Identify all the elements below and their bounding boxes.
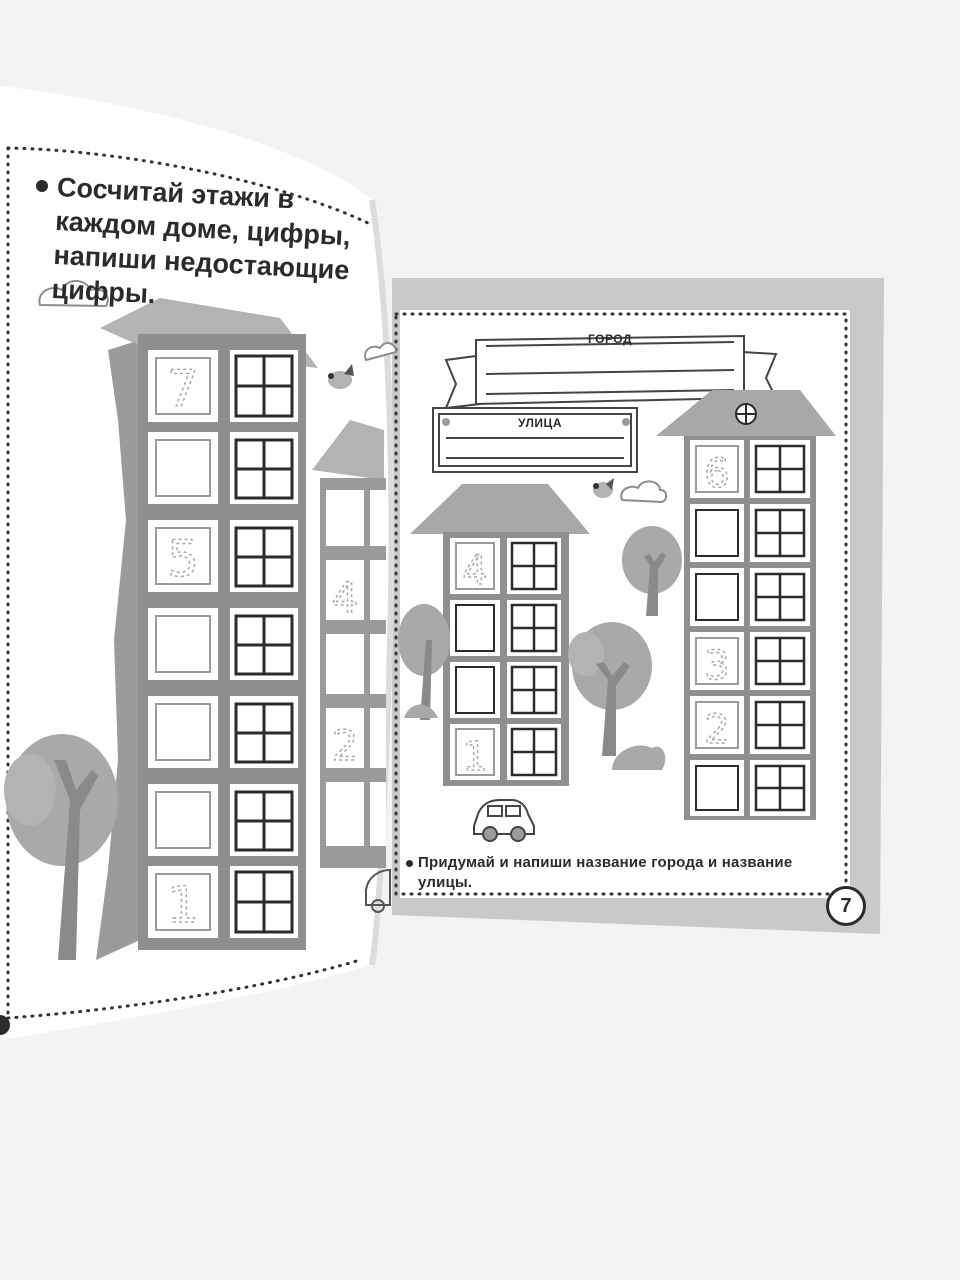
left-page-dotted-border-bottom [6, 958, 362, 1020]
tall-building-side [96, 340, 140, 960]
tree-icon [4, 734, 118, 960]
right-house-body [684, 436, 816, 820]
street-sign-screw-left [442, 418, 450, 426]
page-number-badge: 7 [826, 886, 866, 926]
right-house-roof-window [735, 403, 757, 425]
left-house-digit-4: 4 [462, 548, 487, 594]
right-house-window-frames [754, 444, 806, 812]
tall-building-window-frames [234, 354, 294, 934]
cloud-icon [364, 342, 398, 362]
bird-icon [328, 364, 354, 389]
tree-icon [622, 526, 682, 616]
right-house-digit-2: 2 [704, 707, 729, 753]
left-page-number-badge [0, 1015, 10, 1035]
right-house-digit-cells-traced [695, 445, 739, 749]
left-page-shadow-edge [369, 199, 395, 966]
right-house-digit-cells [695, 509, 739, 811]
cloud-icon [620, 480, 668, 504]
bird-icon [593, 478, 614, 498]
tall-building-digit-cells [155, 357, 211, 931]
street-label: УЛИЦА [518, 416, 562, 430]
street-sign-board [432, 407, 638, 473]
right-page-dotted-border [394, 312, 848, 896]
left-page-instruction: Сосчитай этажи в каждом доме, цифры, нап… [50, 171, 352, 310]
left-house-digit-cells [455, 604, 495, 714]
right-house-digit-3: 3 [704, 643, 729, 689]
small-building-windows [326, 490, 386, 846]
left-house-roof [410, 484, 590, 534]
small-building-roof [312, 420, 384, 480]
car-icon [365, 868, 391, 913]
tall-building-digit-5: 5 [167, 530, 199, 588]
small-building-digit-2: 2 [332, 721, 359, 770]
left-page-dotted-border-top [6, 146, 374, 227]
street-sign-screw-right [622, 418, 630, 426]
tree-icon [568, 622, 652, 756]
instruction-bullet [36, 180, 48, 192]
cloud-icon [38, 280, 109, 308]
tall-building-digit-7: 7 [167, 360, 199, 418]
small-building-digit-4: 4 [332, 573, 359, 622]
left-house-digit-1: 1 [462, 734, 487, 780]
instruction-bullet [406, 860, 413, 867]
left-house-digit-cells-traced [455, 542, 495, 776]
tall-building-digit-1: 1 [167, 876, 199, 934]
left-house-window-frames [510, 541, 558, 777]
tree-icon [398, 604, 450, 720]
right-page-instruction: Придумай и напиши название города и назв… [418, 854, 793, 891]
city-ribbon-banner [444, 334, 780, 410]
city-label: ГОРОД [587, 332, 633, 346]
bush-icon [612, 745, 666, 770]
right-house-digit-6: 6 [704, 451, 729, 497]
car-icon [473, 799, 535, 842]
